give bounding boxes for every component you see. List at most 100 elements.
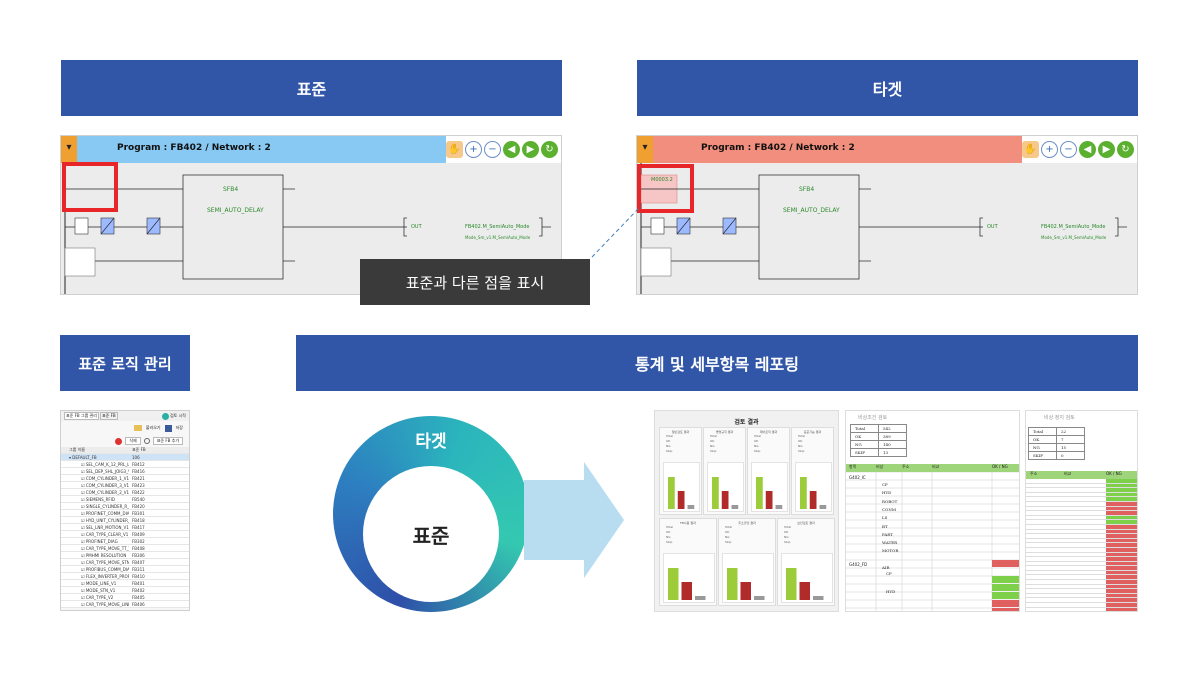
- table-row: [1026, 524, 1137, 530]
- report-card-bar: [740, 582, 751, 600]
- list-item[interactable]: ☑ SEL_CAM_K_12_PRL_LA...FB412: [61, 461, 189, 468]
- refresh-icon[interactable]: ↻: [1117, 141, 1134, 158]
- list-item[interactable]: ☑ SINGLE_CYLINDER_R_V1FB420: [61, 503, 189, 510]
- ladder-title: Program : FB402 / Network : 2: [117, 143, 271, 153]
- ladder-dropdown-button[interactable]: ▾: [61, 136, 77, 163]
- delete-icon[interactable]: [115, 437, 123, 445]
- start-review-button[interactable]: 검토 시작: [170, 413, 186, 418]
- status-cell: [1106, 479, 1137, 483]
- section-label: AIR: [882, 565, 890, 570]
- start-review-icon[interactable]: [162, 412, 169, 420]
- tab-fb-group[interactable]: 표준 FB 그룹 관리: [64, 412, 99, 420]
- report-card-stat: Skip: [754, 449, 761, 453]
- folder-icon[interactable]: [133, 425, 142, 431]
- next-network-icon[interactable]: ▶: [1098, 141, 1115, 158]
- report-card-chart: [707, 462, 744, 512]
- hand-icon[interactable]: ✋: [1022, 141, 1039, 158]
- report-card-bar: [687, 505, 695, 509]
- list-item-name: ☑ PMHMI RESOLUTION: [81, 552, 127, 558]
- row-address: [1026, 479, 1106, 483]
- list-item-code: FB402: [132, 587, 145, 593]
- status-cell: [1106, 492, 1137, 497]
- section-label: HYD: [886, 589, 896, 594]
- table-row: [1026, 534, 1137, 539]
- status-cell: [1106, 580, 1137, 584]
- row-address: [1026, 506, 1106, 511]
- table-row: [1026, 603, 1137, 608]
- banner-standard: 표준: [61, 60, 562, 116]
- row-address: [1026, 547, 1106, 552]
- row-address: [1026, 575, 1106, 580]
- report-card-stat: Total: [725, 525, 733, 529]
- prev-network-icon[interactable]: ◀: [503, 141, 520, 158]
- list-item-name: ☑ SINGLE_CYLINDER_R_V1: [81, 503, 129, 509]
- report-card-bar: [809, 491, 817, 509]
- report-card-stat: Skip: [710, 449, 717, 453]
- report-card-stat: NG: [754, 444, 759, 448]
- ladder-dropdown-button[interactable]: ▾: [637, 136, 653, 163]
- section-label: LS: [882, 515, 888, 521]
- status-cell: [1106, 543, 1137, 547]
- table-row: [1026, 488, 1137, 493]
- prev-network-icon[interactable]: ◀: [1079, 141, 1096, 158]
- ladder-block-label: SEMI_AUTO_DELAY: [207, 207, 264, 214]
- list-item[interactable]: ☑ FLEX_INVERTER_PROFI...FB410: [61, 573, 189, 580]
- next-network-icon[interactable]: ▶: [522, 141, 539, 158]
- report-card-bar: [775, 505, 783, 509]
- row-address: [1026, 561, 1106, 566]
- zoom-in-icon[interactable]: +: [1041, 141, 1058, 158]
- list-item[interactable]: ☑ CAR_TYPE_MOVE_STN...FB407: [61, 559, 189, 566]
- callout-diff: 표준과 다른 점을 표시: [360, 259, 590, 305]
- save-button[interactable]: 저장: [175, 425, 183, 430]
- hand-icon[interactable]: ✋: [446, 141, 463, 158]
- refresh-icon[interactable]: ↻: [541, 141, 558, 158]
- list-item[interactable]: ☑ CAR_TYPE_MOVE_LINE...FB406: [61, 601, 189, 608]
- list-item-code: 106: [132, 454, 140, 460]
- ladder-block-name: SFB4: [223, 186, 239, 193]
- save-icon[interactable]: [164, 424, 172, 432]
- zoom-out-icon[interactable]: −: [1060, 141, 1077, 158]
- report-card-bar: [799, 582, 810, 600]
- add-fb-button[interactable]: 표준 FB 추가: [152, 437, 183, 445]
- banner-target: 타겟: [637, 60, 1138, 116]
- tab-fb[interactable]: 표준 FB: [99, 412, 118, 420]
- list-item[interactable]: ☑ HYD_UNIT_CYLINDER_V1FB418: [61, 517, 189, 524]
- report-card-bar: [677, 491, 685, 509]
- row-address: [1026, 534, 1106, 538]
- report-card-stat: Total: [784, 525, 792, 529]
- row-address: [1026, 511, 1106, 515]
- table-row: [1026, 515, 1137, 521]
- search-icon[interactable]: [143, 438, 150, 444]
- zoom-out-icon[interactable]: −: [484, 141, 501, 158]
- delete-button[interactable]: 삭제: [125, 437, 141, 445]
- zoom-in-icon[interactable]: +: [465, 141, 482, 158]
- row-address: [1026, 593, 1106, 598]
- row-address: [1026, 520, 1106, 524]
- report-card-stat: OK: [725, 530, 730, 534]
- import-button[interactable]: 불러오기: [145, 425, 161, 430]
- report-right-title: 비상 정지 검토: [1044, 415, 1075, 421]
